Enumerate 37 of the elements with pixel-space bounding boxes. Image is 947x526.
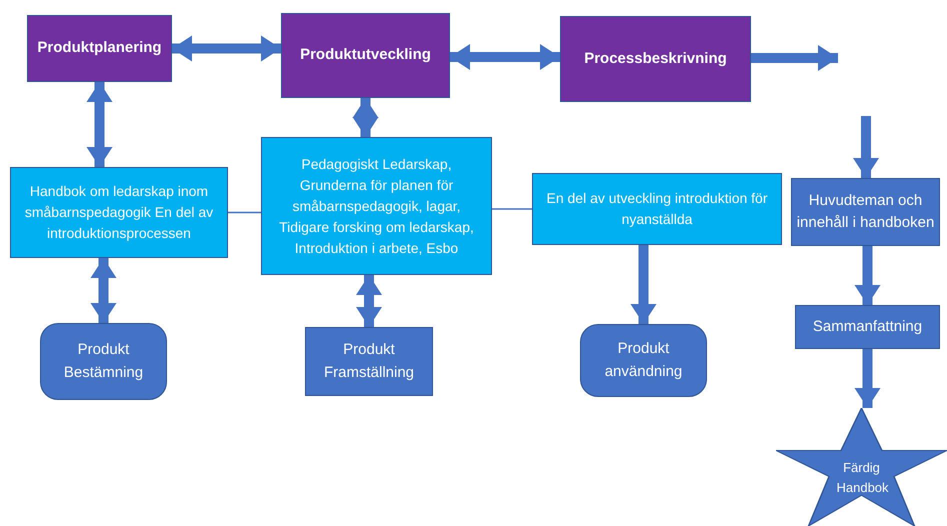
process-box [27,15,172,82]
block-arrow [352,98,378,137]
block-arrow [356,275,382,327]
connector-line [228,212,261,214]
node-label: Processbeskrivning [584,48,727,69]
node-label: Produkt Framställning [322,340,416,382]
step-box [795,305,940,349]
block-arrow [86,82,112,167]
block-arrow [854,349,880,408]
block-arrow [630,245,656,324]
node-label: Produkt användning [604,339,684,382]
process-box [560,16,751,102]
node-label: Pedagogiskt Ledarskap, Grunderna för planen för småbarnspedagogik, lagar, Tidigare forsking om ledarskap, Introduktion i arbete, Esbo [278,154,475,258]
block-arrow [853,116,879,178]
node-label: Sammanfattning [812,316,922,337]
node-label: Huvudteman och innehåll i handboken [796,190,935,233]
node-label: Produkt Bestämning [62,340,144,382]
node-label: Färdig Handbok [836,459,886,497]
step-box [305,327,433,396]
star-shape [776,408,947,526]
content-box [10,167,228,258]
step-box [791,178,940,246]
block-arrow [450,44,560,70]
rounded-box [40,323,167,400]
block-arrow [854,246,880,305]
rounded-box [580,324,707,397]
process-box [281,13,450,98]
node-label: Handbok om ledarskap inom småbarnspedagogik En del av introduktionsprocessen [24,182,214,243]
node-label: Produktutveckling [300,45,431,66]
block-arrow [751,45,838,71]
node-label: Produktplanering [37,38,162,58]
node-label: En del av utveckling introduktion för nyanställda [545,189,768,229]
connector-line [492,208,532,210]
block-arrow [90,258,116,323]
content-box [532,173,782,245]
block-arrow [172,36,281,62]
content-box [261,137,492,275]
